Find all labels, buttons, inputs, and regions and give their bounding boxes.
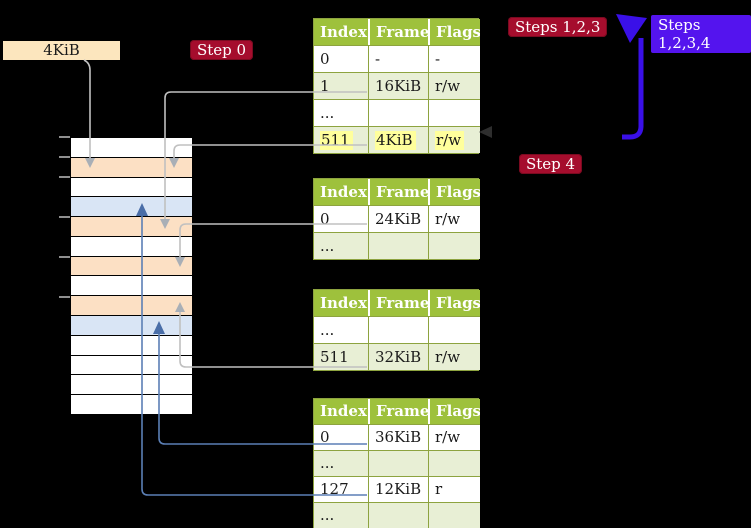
badge-steps-1234: Steps 1,2,3,4 [651, 15, 751, 53]
memory-frame-row [71, 216, 192, 236]
table-row: ... [314, 502, 480, 528]
page-table-level1: Index Frame Flags 0 36KiB r/w ... 127 12… [313, 398, 480, 528]
badge-step-0: Step 0 [190, 40, 254, 60]
table-header-row: Index Frame Flags [314, 19, 480, 45]
header-flags: Flags [428, 399, 480, 424]
table-row: ... [314, 99, 480, 126]
table-row: ... [314, 316, 480, 343]
memory-frame-row [71, 176, 192, 197]
header-flags: Flags [428, 19, 480, 45]
header-index: Index [314, 399, 368, 424]
table-row-recursive-entry: 511 4KiB r/w [314, 126, 480, 153]
header-flags: Flags [428, 179, 480, 205]
header-index: Index [314, 290, 368, 316]
memory-frame-row [71, 374, 192, 395]
badge-steps-123: Steps 1,2,3 [508, 17, 608, 37]
table-row: ... [314, 450, 480, 476]
frame-size-label: 4KiB [3, 41, 120, 60]
header-index: Index [314, 179, 368, 205]
table-header-row: Index Frame Flags [314, 290, 480, 316]
header-flags: Flags [428, 290, 480, 316]
badge-step-4: Step 4 [519, 154, 583, 174]
memory-frame-row [71, 255, 192, 276]
header-frame: Frame [368, 179, 428, 205]
memory-frame-row [71, 334, 192, 355]
table-row: 511 32KiB r/w [314, 343, 480, 370]
page-table-level3: Index Frame Flags 0 24KiB r/w ... [313, 178, 480, 260]
header-frame: Frame [368, 290, 428, 316]
page-table-level2: Index Frame Flags ... 511 32KiB r/w [313, 289, 480, 371]
highlighted-value: 511 [320, 131, 353, 150]
memory-frame-row [71, 315, 192, 335]
memory-frame-row [71, 138, 192, 157]
table-row: 0 24KiB r/w [314, 205, 480, 232]
table-header-row: Index Frame Flags [314, 399, 480, 424]
address-ticks [59, 136, 70, 298]
loop-arrow-shaft [622, 38, 644, 140]
table-row: 127 12KiB r [314, 476, 480, 502]
table-row: 0 - - [314, 45, 480, 72]
loop-arrowhead-icon [616, 14, 647, 43]
memory-frame-row [71, 354, 192, 375]
table-row: 0 36KiB r/w [314, 424, 480, 450]
entry-arrowhead-icon [479, 126, 492, 138]
header-frame: Frame [368, 399, 428, 424]
physical-memory-stack [70, 137, 193, 415]
table-row: ... [314, 232, 480, 259]
memory-frame-row [71, 275, 192, 296]
highlighted-value: r/w [435, 131, 465, 150]
page-table-level4: Index Frame Flags 0 - - 1 16KiB r/w ... … [313, 18, 480, 154]
memory-frame-row [71, 235, 192, 256]
memory-frame-row [71, 295, 192, 316]
memory-frame-row [71, 156, 192, 177]
table-row: 1 16KiB r/w [314, 72, 480, 99]
highlighted-value: 4KiB [375, 131, 416, 150]
table-header-row: Index Frame Flags [314, 179, 480, 205]
header-index: Index [314, 19, 368, 45]
memory-frame-row [71, 394, 192, 414]
header-frame: Frame [368, 19, 428, 45]
memory-frame-row [71, 196, 192, 217]
